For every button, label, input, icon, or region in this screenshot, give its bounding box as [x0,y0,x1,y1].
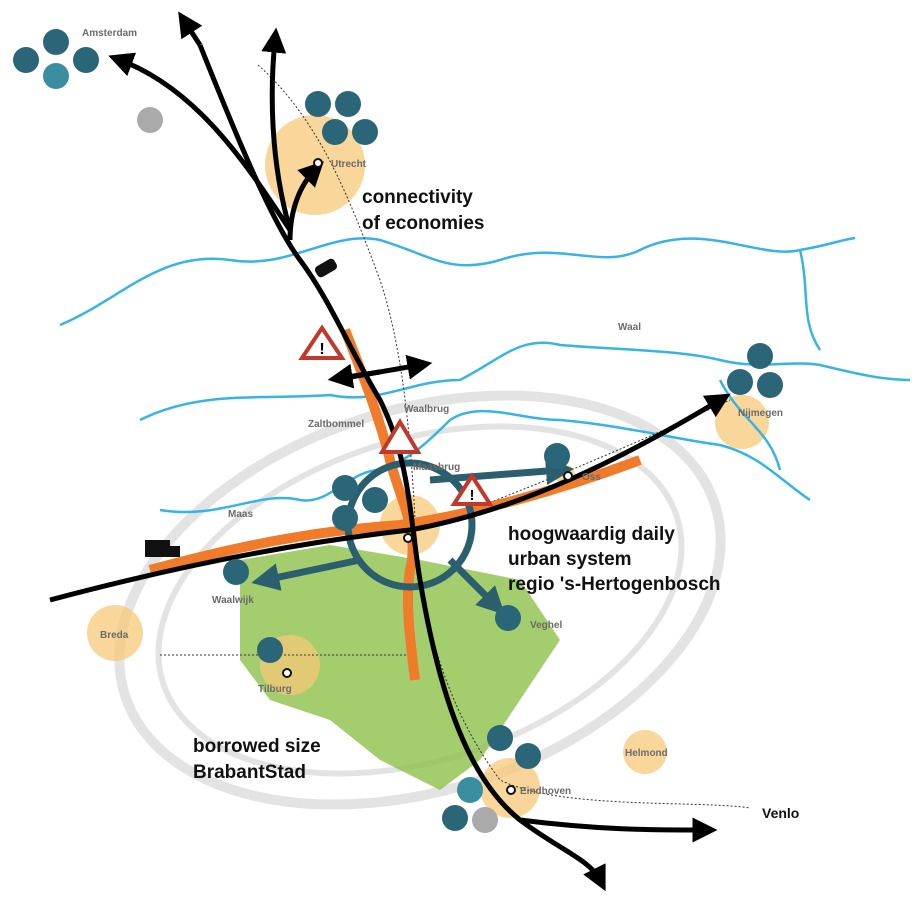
office-building-icon [487,725,513,751]
warning-icon: ! [298,324,346,360]
label-breda: Breda [100,630,129,641]
label-regio: regio 's-Hertogenbosch [508,574,721,595]
health-icon [352,119,378,145]
label-borrowed-size: borrowed size [193,736,321,757]
shertogenbosch-icons [332,475,388,531]
computer-icon [223,559,249,585]
graduation-cap-icon [322,119,348,145]
label-oss: Oss [582,472,601,483]
label-veghel: Veghel [530,620,562,631]
label-brabantstad: BrabantStad [193,762,306,783]
briefcase-icon [305,91,331,117]
label-zaltbommel: Zaltbommel [308,419,364,430]
graduation-cap-icon [515,743,541,769]
graduation-cap-icon [73,47,99,73]
health-icon [757,372,783,398]
briefcase-icon [13,47,39,73]
car-icon [314,258,338,278]
airplane-icon [457,777,483,803]
label-amsterdam: Amsterdam [82,28,137,39]
dark-ring [251,457,574,615]
label-connectivity: connectivity [362,187,473,208]
briefcase-icon [332,475,358,501]
label-venlo: Venlo [762,805,799,821]
warning-icon: ! [450,472,494,506]
office-building-icon [43,29,69,55]
motorways [49,11,731,892]
label-waalbrug: Waalbrug [404,404,449,415]
label-waalwijk: Waalwijk [212,595,254,606]
traffic-jam-warning-icon [378,418,422,454]
label-urban-system: urban system [508,549,632,570]
truck-icon [544,443,570,469]
nijmegen-icons [727,343,783,398]
factory-icon [137,107,163,133]
office-building-icon [727,369,753,395]
label-eindhoven: Eindhoven [520,786,571,797]
amsterdam-icons [13,29,163,133]
truck-icon [145,540,180,557]
factory-icon [472,807,498,833]
label-maas: Maas [228,509,253,520]
office-building-icon [332,505,358,531]
terrace-icon [362,487,388,513]
label-hoogwaardig: hoogwaardig daily [508,524,675,545]
svg-text:!: ! [470,487,475,504]
city-dots [282,158,573,795]
briefcase-icon [442,805,468,831]
graduation-cap-icon [747,343,773,369]
label-nijmegen: Nijmegen [738,408,783,419]
utrecht-icons [305,91,378,145]
airplane-icon [43,63,69,89]
cooking-pot-icon [257,637,283,663]
eindhoven-icons [442,725,541,833]
label-tilburg: Tilburg [258,684,292,695]
label-of-economies: of economies [362,213,484,234]
label-utrecht: Utrecht [331,159,367,170]
label-maasbrug: Maasbrug [413,462,460,473]
office-building-icon [335,91,361,117]
svg-text:!: ! [319,341,324,358]
agriculture-icon [495,605,521,631]
rivers [59,236,911,514]
congestion-corridor [148,328,642,681]
label-waal: Waal [618,322,641,333]
label-helmond: Helmond [625,748,668,759]
